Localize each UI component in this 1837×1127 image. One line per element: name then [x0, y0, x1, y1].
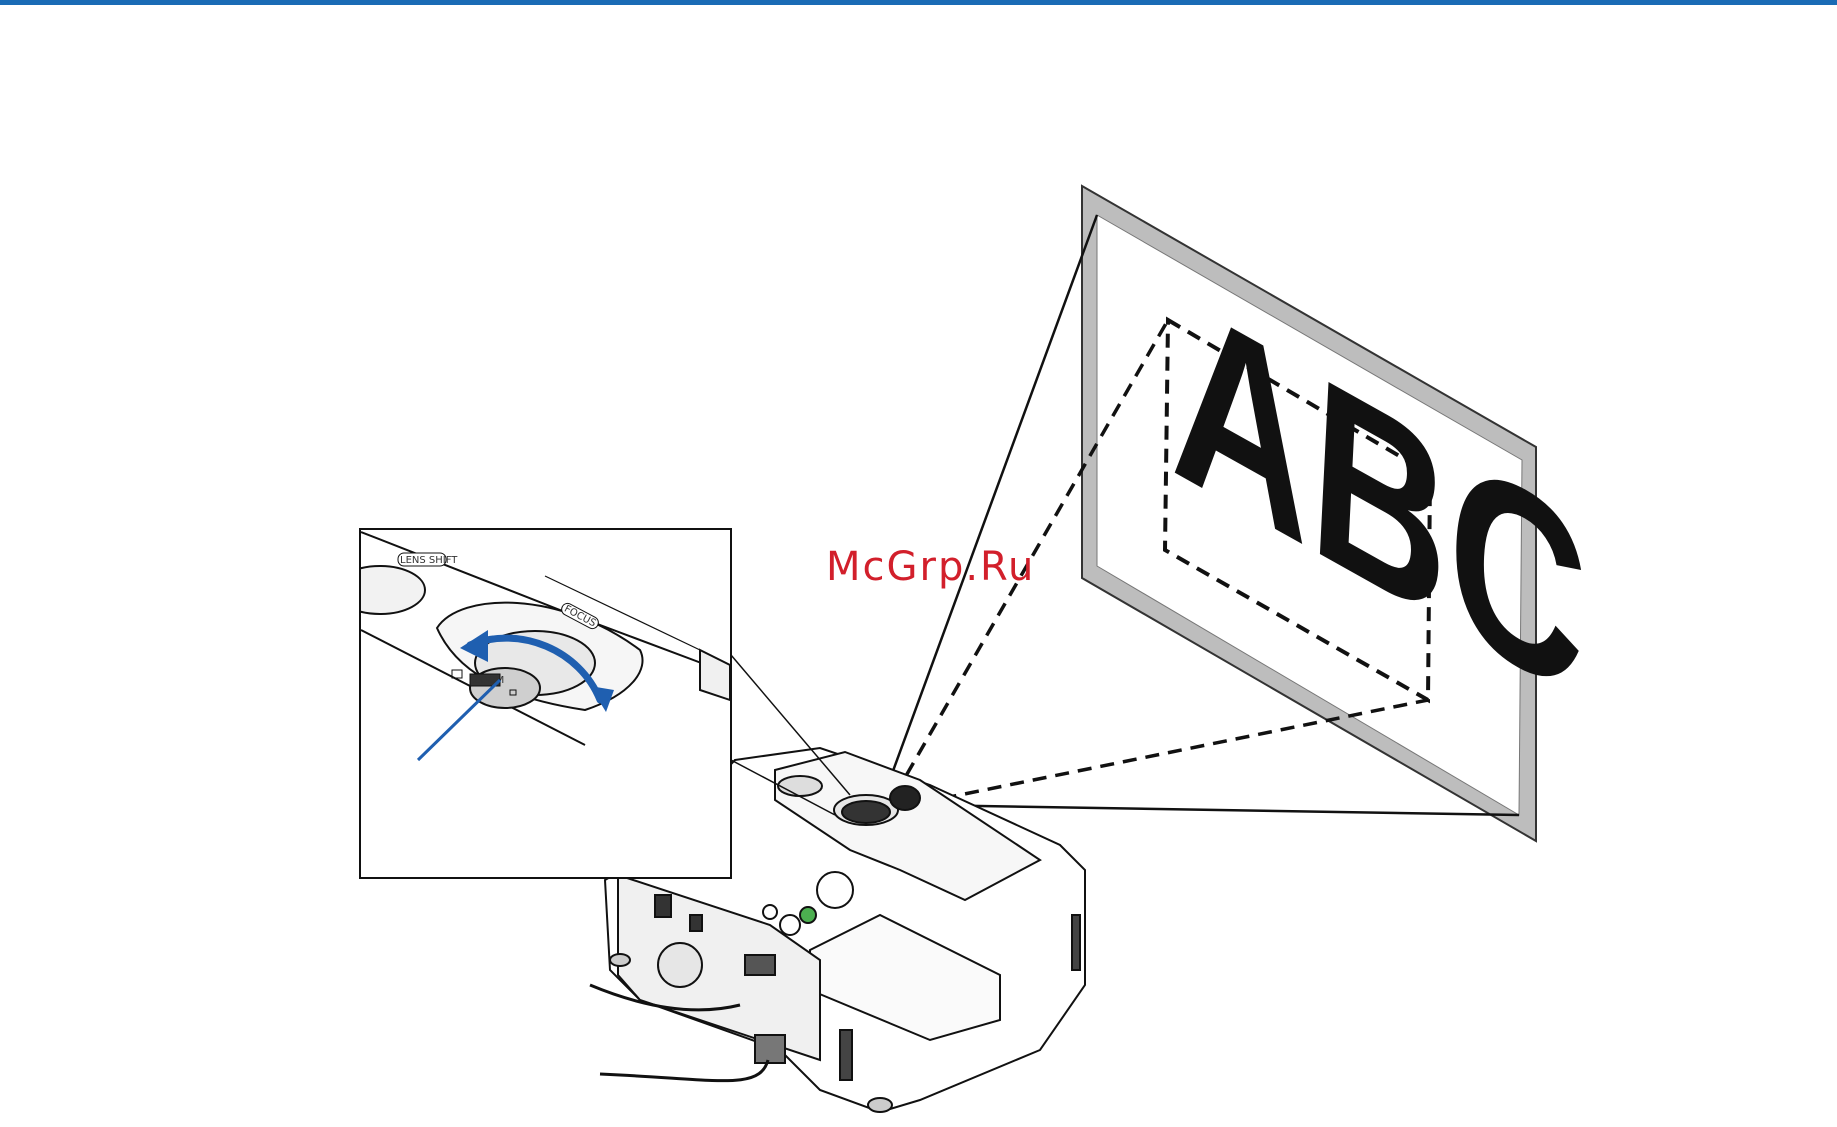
lens-shift-dial [778, 776, 822, 796]
power-inlet [755, 1035, 785, 1063]
beam-solid-bottom [920, 805, 1519, 815]
vga-port [745, 955, 775, 975]
source-button [780, 915, 800, 935]
zoom-ring [842, 801, 890, 823]
beam-solid-top [886, 215, 1097, 790]
inset-lens-shift-dial [335, 566, 425, 614]
usb-port [690, 915, 702, 931]
beam-dashed-bottom [920, 700, 1428, 803]
foot-front [868, 1098, 892, 1112]
select-button [817, 872, 853, 908]
power-button [800, 907, 816, 923]
power-cable [600, 1060, 768, 1081]
watermark: McGrp.Ru [826, 544, 1035, 590]
projector-lens [890, 786, 920, 810]
speaker-grille [658, 943, 702, 987]
auto-adj-button [763, 905, 777, 919]
foot-rear [610, 954, 630, 966]
inset-lens-shift-label: LENS SHIFT [400, 555, 458, 566]
projection-screen: ABC [1082, 186, 1593, 841]
front-vent [840, 1030, 852, 1080]
side-vent [1072, 915, 1080, 970]
hdmi-port [655, 895, 671, 917]
